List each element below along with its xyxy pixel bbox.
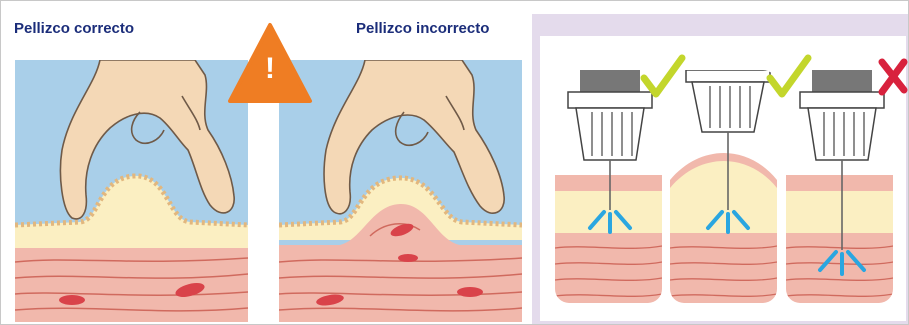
skin-layer: [786, 175, 893, 191]
incorrect-pinch-scene: [279, 60, 522, 322]
muscle-layer: [555, 233, 662, 303]
muscle-layer: [670, 233, 777, 303]
blood-vessel: [398, 254, 418, 262]
fat-layer: [786, 191, 893, 233]
incorrect-pinch-label: Pellizco incorrecto: [356, 20, 489, 37]
blood-vessel: [457, 287, 483, 297]
skin-layer: [555, 175, 662, 191]
correct-pinch-label: Pellizco correcto: [14, 20, 134, 37]
correct-pinch-scene: [15, 60, 248, 322]
pen-cap: [580, 70, 640, 92]
warning-exclamation: !: [255, 52, 285, 86]
injection-panel-correct-1: [555, 70, 662, 303]
pen-needle-hub: [692, 82, 764, 132]
pen-needle-hub: [576, 108, 644, 160]
blood-vessel: [59, 295, 85, 305]
pen-needle-hub: [808, 108, 876, 160]
pen-cap: [812, 70, 872, 92]
injection-panel-correct-2: [670, 70, 777, 303]
muscle-layer: [786, 233, 893, 303]
injection-panel-incorrect: [786, 70, 893, 303]
